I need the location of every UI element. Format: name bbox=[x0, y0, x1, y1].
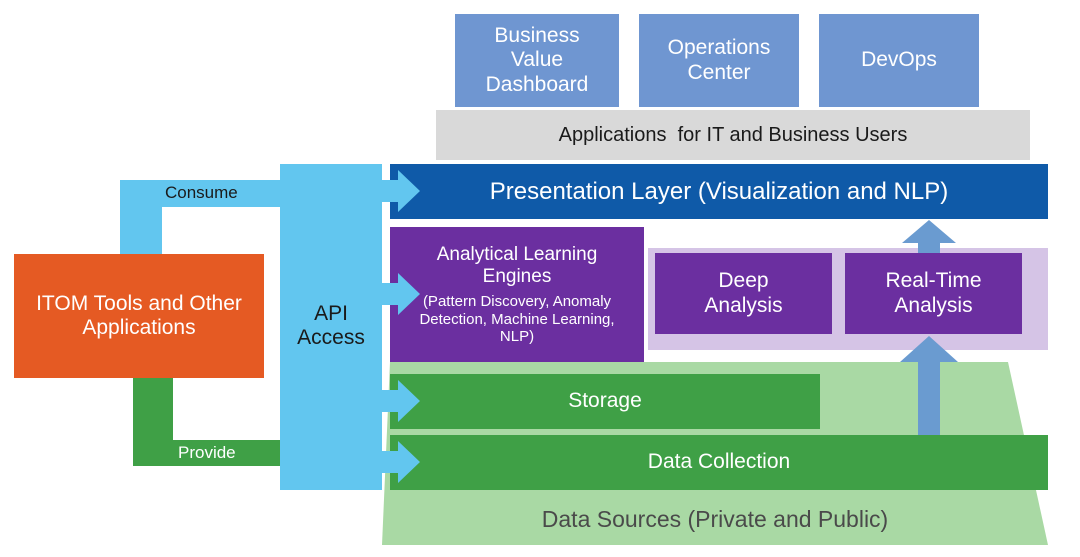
provide-label: Provide bbox=[178, 443, 236, 462]
top-app-label: DevOps bbox=[861, 48, 937, 72]
api-access: API Access bbox=[280, 294, 382, 358]
top-app-label: Business Value Dashboard bbox=[485, 24, 589, 96]
collection-to-realtime-up-arrow bbox=[900, 336, 958, 435]
analytical-learning-engines: Analytical Learning Engines (Pattern Dis… bbox=[390, 227, 644, 362]
top-app-operations-center: Operations Center bbox=[639, 14, 799, 107]
deep-analysis: Deep Analysis bbox=[655, 253, 832, 334]
deep-analysis-label: Deep Analysis bbox=[704, 269, 783, 317]
data-collection-label: Data Collection bbox=[647, 450, 791, 474]
api-to-presentation-arrow bbox=[382, 170, 420, 212]
api-to-data-collection-arrow bbox=[382, 441, 420, 483]
api-to-engines-arrow bbox=[382, 273, 420, 315]
data-sources-label: Data Sources (Private and Public) bbox=[541, 505, 889, 532]
itom-tools-label: ITOM Tools and Other Applications bbox=[36, 291, 242, 339]
storage: Storage bbox=[390, 374, 820, 429]
analytical-engines-title: Analytical Learning Engines bbox=[436, 243, 598, 287]
api-to-storage-arrow bbox=[382, 380, 420, 422]
itom-tools: ITOM Tools and Other Applications bbox=[14, 254, 264, 378]
realtime-to-presentation-up-arrow bbox=[902, 220, 956, 253]
top-app-business-value-dashboard: Business Value Dashboard bbox=[455, 14, 619, 107]
presentation-layer-label: Presentation Layer (Visualization and NL… bbox=[489, 177, 949, 205]
realtime-analysis-label: Real-Time Analysis bbox=[885, 269, 982, 317]
applications-bar: Applications for IT and Business Users bbox=[436, 110, 1030, 160]
data-sources: Data Sources (Private and Public) bbox=[390, 498, 1040, 540]
api-access-column bbox=[280, 164, 382, 490]
api-access-label: API Access bbox=[297, 301, 365, 349]
realtime-analysis: Real-Time Analysis bbox=[845, 253, 1022, 334]
storage-label: Storage bbox=[568, 389, 642, 413]
consume-label: Consume bbox=[165, 183, 238, 202]
data-collection: Data Collection bbox=[390, 435, 1048, 490]
top-app-devops: DevOps bbox=[819, 14, 979, 107]
analytical-engines-detail: (Pattern Discovery, Anomaly Detection, M… bbox=[419, 293, 615, 345]
presentation-layer: Presentation Layer (Visualization and NL… bbox=[390, 164, 1048, 219]
applications-bar-label: Applications for IT and Business Users bbox=[558, 123, 908, 146]
consume-arrow bbox=[104, 180, 280, 278]
provide-arrow bbox=[133, 378, 326, 484]
top-app-label: Operations Center bbox=[667, 36, 771, 84]
